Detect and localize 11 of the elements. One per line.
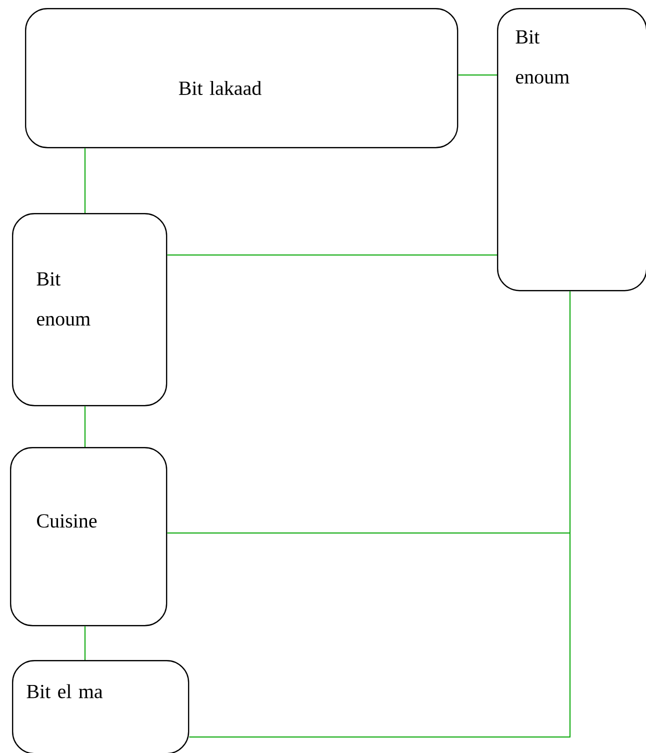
connector-line — [84, 406, 86, 448]
rounded-box: Bit el ma — [12, 660, 190, 753]
rounded-box: Cuisine — [10, 447, 168, 626]
rounded-box: Bit enoum — [12, 213, 168, 406]
rounded-box: Bit lakaad — [25, 8, 458, 148]
connector-line — [84, 148, 86, 214]
rounded-box: Bit enoum — [497, 8, 646, 292]
connector-line — [84, 626, 86, 660]
connector-line — [166, 254, 498, 256]
connector-line — [188, 290, 570, 738]
connector-line — [458, 74, 498, 76]
